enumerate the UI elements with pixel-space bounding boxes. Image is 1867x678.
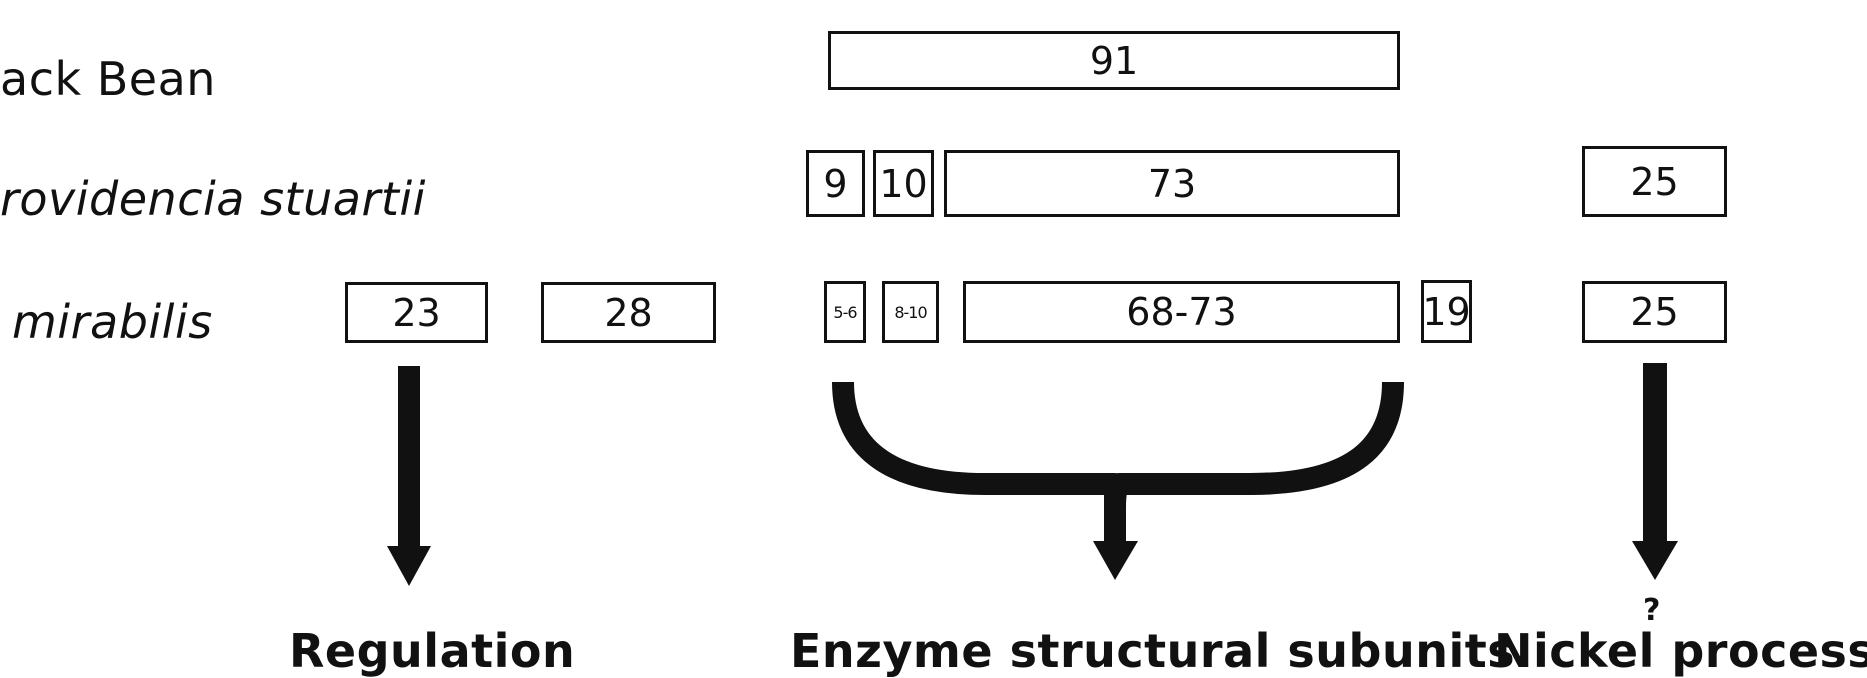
gene-box-providencia-25: 25 xyxy=(1582,146,1727,217)
gene-box-mirabilis-25: 25 xyxy=(1582,281,1727,343)
organism-label-providencia: rovidencia stuartii xyxy=(0,172,426,226)
gene-box-mirabilis-28: 28 xyxy=(541,282,716,343)
caption-nickel-processing: Nickel processing xyxy=(1494,624,1867,678)
gene-box-providencia-73: 73 xyxy=(944,150,1400,217)
nickel-processing-arrow xyxy=(1632,363,1678,580)
uncertain-mark: ? xyxy=(1643,593,1661,628)
gene-box-mirabilis-8-10: 8-10 xyxy=(882,281,939,343)
organism-label-jack-bean: ack Bean xyxy=(0,52,216,106)
gene-box-mirabilis-19: 19 xyxy=(1421,280,1472,343)
structural-brace-arrow xyxy=(832,381,1404,580)
caption-structural: Enzyme structural subunits xyxy=(790,624,1516,678)
gene-box-jack-bean-urease: 91 xyxy=(828,31,1400,90)
gene-box-providencia-9: 9 xyxy=(806,150,865,217)
gene-box-mirabilis-23: 23 xyxy=(345,282,488,343)
regulation-arrow xyxy=(387,366,431,586)
gene-box-providencia-10: 10 xyxy=(873,150,934,217)
gene-box-mirabilis-5-6: 5-6 xyxy=(824,281,866,343)
caption-regulation: Regulation xyxy=(289,624,576,678)
organism-label-mirabilis: mirabilis xyxy=(12,295,213,349)
gene-box-mirabilis-68-73: 68-73 xyxy=(963,281,1400,343)
